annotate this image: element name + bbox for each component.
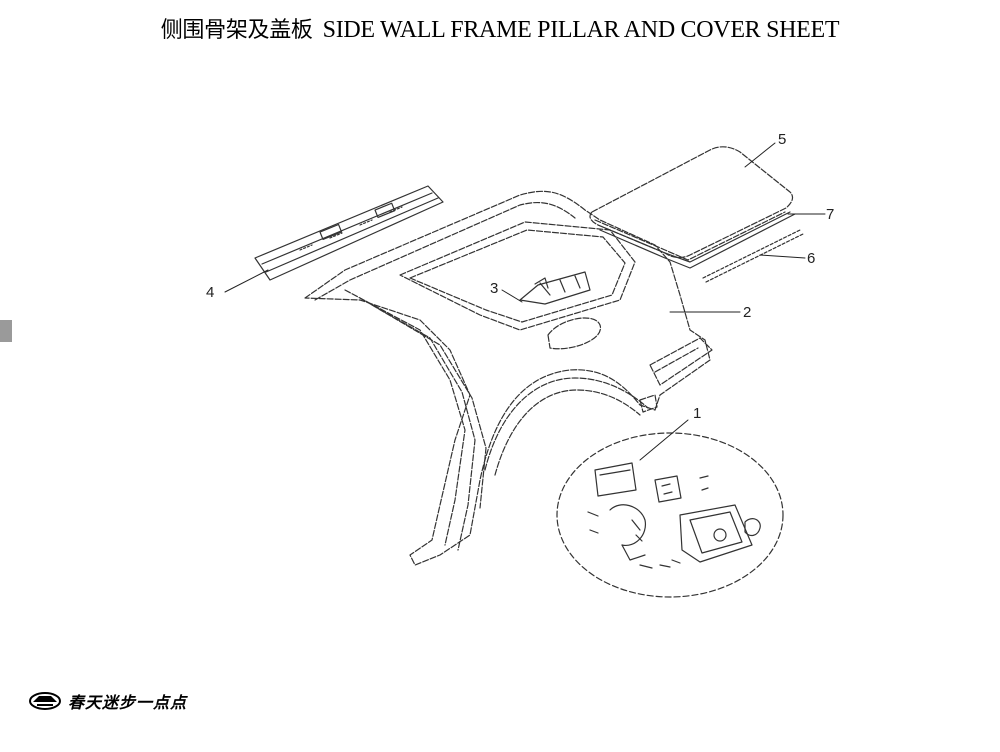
part-5-cover-sheet: [589, 146, 794, 261]
part-2-side-wall-panel: [304, 190, 713, 566]
callout-6: 6: [807, 250, 815, 267]
logo-text: 春天迷步一点点: [68, 693, 188, 712]
part-7-seal-strip: [597, 211, 796, 269]
part-6-trim-strip: [702, 229, 804, 283]
page-title: 侧围骨架及盖板 SIDE WALL FRAME PILLAR AND COVER …: [0, 12, 1000, 44]
callout-7: 7: [826, 206, 834, 223]
callout-4: 4: [206, 284, 214, 301]
side-scroll-tab[interactable]: [0, 320, 12, 342]
callout-1: 1: [693, 405, 701, 422]
callout-5: 5: [778, 131, 786, 148]
part-4-reinforcement-strip: [254, 185, 444, 281]
part-3-bracket: [519, 271, 591, 305]
car-logo-icon: [29, 692, 61, 710]
part-1-fuel-filler-assembly: [556, 432, 784, 598]
callout-2: 2: [743, 304, 751, 321]
title-english: SIDE WALL FRAME PILLAR AND COVER SHEET: [322, 17, 840, 43]
title-chinese: 侧围骨架及盖板: [160, 18, 313, 43]
callout-3: 3: [490, 280, 498, 297]
brand-logo: 春天迷步一点点: [28, 688, 187, 714]
callout-leaders: [224, 142, 826, 461]
